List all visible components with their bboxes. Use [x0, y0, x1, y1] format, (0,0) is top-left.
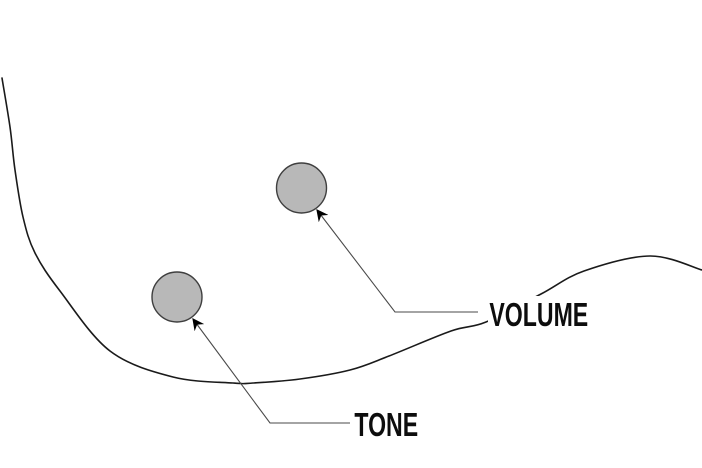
- tone-label: TONE: [353, 406, 423, 445]
- volume-callout: [316, 209, 478, 313]
- volume-label: VOLUME: [488, 296, 593, 335]
- volume-knob: [275, 162, 328, 214]
- tone-callout: [192, 318, 350, 424]
- tone-knob: [151, 271, 203, 323]
- guitar-body-outline: [1, 77, 702, 385]
